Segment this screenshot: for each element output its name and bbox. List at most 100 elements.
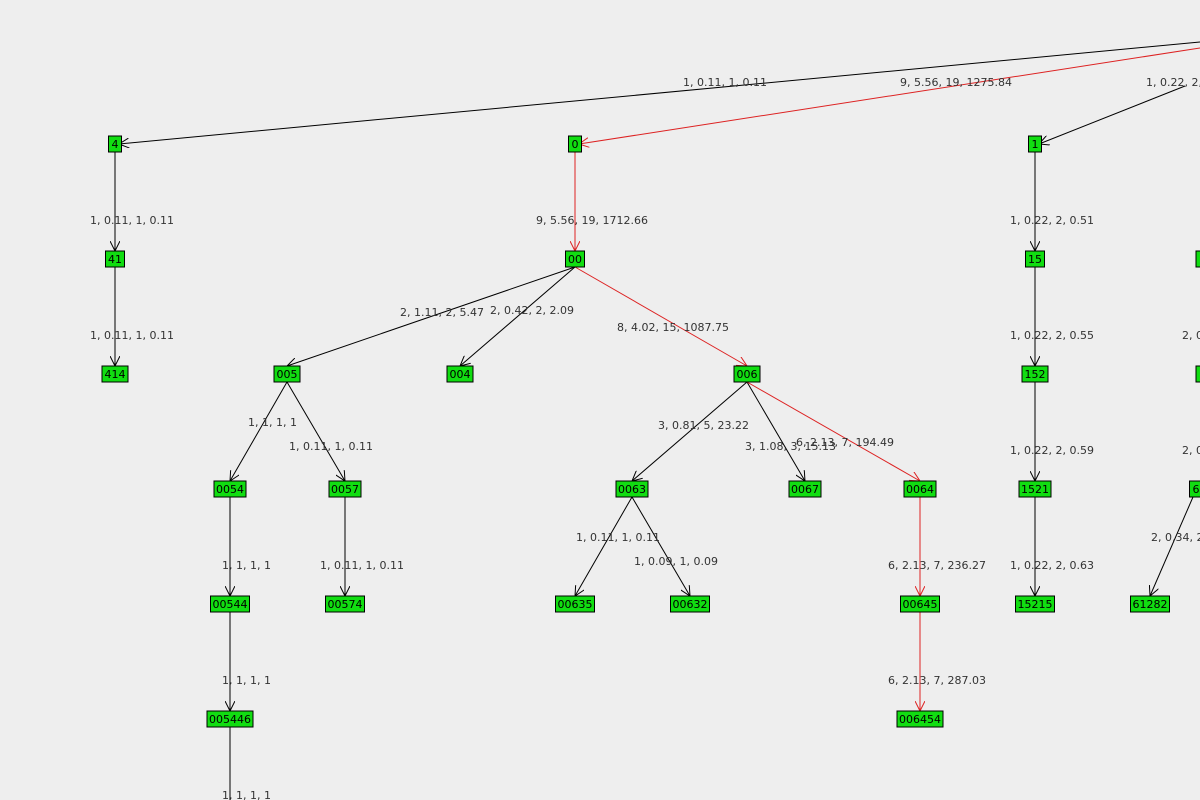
node-0: 0 — [568, 135, 582, 153]
node-box — [213, 480, 247, 498]
node-0063: 0063 — [615, 480, 649, 498]
node-00: 00 — [565, 250, 585, 268]
node-box — [900, 595, 940, 613]
node-label: 00645 — [903, 598, 938, 611]
node-box — [1015, 595, 1055, 613]
edge-label: 9, 5.56, 19, 1712.66 — [536, 214, 648, 227]
node-label: 1521 — [1021, 483, 1049, 496]
edge-label: 1, 1, 1, 1 — [248, 416, 297, 429]
edge-label: 1, 0.11, 1, 0.11 — [90, 329, 174, 342]
node-00632: 00632 — [670, 595, 710, 613]
node-label: 0057 — [331, 483, 359, 496]
node-box — [568, 135, 582, 153]
node-label: 0054 — [216, 483, 244, 496]
node-1521: 1521 — [1018, 480, 1052, 498]
node-box — [108, 135, 122, 153]
node-box — [788, 480, 822, 498]
node-box — [615, 480, 649, 498]
edge-label: 2, 0 — [1182, 329, 1200, 342]
edge-label: 1, 0.22, 2, 0.51 — [1010, 214, 1094, 227]
node-box — [733, 365, 761, 383]
node-004: 004 — [446, 365, 474, 383]
edge-root-0 — [579, 47, 1200, 144]
node-005446: 005446 — [206, 710, 254, 728]
edge-root-4 — [119, 41, 1200, 144]
edge-label: 1, 1, 1, 1 — [222, 674, 271, 687]
edge-label: 1, 0.11, 1, 0.11 — [289, 440, 373, 453]
edge-label: 1, 1, 1, 1 — [222, 559, 271, 572]
node-0057: 0057 — [328, 480, 362, 498]
edge-00-006 — [574, 266, 747, 366]
node-box — [555, 595, 595, 613]
node-box — [1021, 365, 1049, 383]
node-label: 0 — [572, 138, 579, 151]
node-15: 15 — [1025, 250, 1045, 268]
node-label: 00 — [568, 253, 582, 266]
edge-label: 2, 0 — [1182, 444, 1200, 457]
edge-label: 2, 0.34, 2 — [1151, 531, 1200, 544]
node-label: 00632 — [673, 598, 708, 611]
node-414: 414 — [101, 365, 129, 383]
node-label: 41 — [108, 253, 122, 266]
edge-label: 1, 0.22, 2, 0.63 — [1010, 559, 1094, 572]
node-box — [206, 710, 254, 728]
node-box — [565, 250, 585, 268]
node-label: 0067 — [791, 483, 819, 496]
node-label: 0063 — [618, 483, 646, 496]
edge-label: 1, 1, 1, 1 — [222, 789, 271, 800]
node-label: 4 — [112, 138, 119, 151]
node-0067: 0067 — [788, 480, 822, 498]
node-label: 006 — [737, 368, 758, 381]
node-label: 152 — [1025, 368, 1046, 381]
node-label: 006454 — [899, 713, 941, 726]
edge-label: 2, 1.11, 2, 5.47 — [400, 306, 484, 319]
node-005: 005 — [273, 365, 301, 383]
edge-layer — [115, 41, 1200, 800]
edge-label: 1, 0.09, 1, 0.09 — [634, 555, 718, 568]
edge-label: 9, 5.56, 19, 1275.84 — [900, 76, 1012, 89]
edge-label: 3, 0.81, 5, 23.22 — [658, 419, 749, 432]
node-layer: 4 0 1 41 00 15 414 005 004 006 152 0054 0057 0063 0067… — [101, 135, 1200, 728]
edge-0063-00635 — [575, 496, 633, 596]
edge-label: 3, 1.08, 3, 15.13 — [745, 440, 836, 453]
node-label: 15 — [1028, 253, 1042, 266]
node-box — [328, 480, 362, 498]
node-1: 1 — [1028, 135, 1042, 153]
node-box — [210, 595, 250, 613]
node-152: 152 — [1021, 365, 1049, 383]
node-41: 41 — [105, 250, 125, 268]
edge-006-0064 — [746, 381, 920, 481]
edge-label: 2, 0.42, 2, 2.09 — [490, 304, 574, 317]
edge-label: 1, 0.22, 2, — [1146, 76, 1200, 89]
edge-006-0063 — [632, 381, 748, 481]
node-box — [896, 710, 944, 728]
edge-root-1 — [1039, 85, 1186, 144]
node-00574: 00574 — [325, 595, 365, 613]
node-00544: 00544 — [210, 595, 250, 613]
edge-label: 1, 0.11, 1, 0.11 — [320, 559, 404, 572]
node-box — [325, 595, 365, 613]
edge-label: 6, 2.13, 7, 194.49 — [796, 436, 894, 449]
edge-005-0057 — [286, 381, 345, 481]
edge-006-0067 — [746, 381, 805, 481]
node-box — [101, 365, 129, 383]
edge-label: 1, 0.11, 1, 0.11 — [576, 531, 660, 544]
node-006454: 006454 — [896, 710, 944, 728]
node-box — [1025, 250, 1045, 268]
node-label: 61282 — [1133, 598, 1168, 611]
edge-00-004 — [460, 266, 576, 366]
node-box — [1018, 480, 1052, 498]
node-0054: 0054 — [213, 480, 247, 498]
node-0064: 0064 — [903, 480, 937, 498]
node-label: 00544 — [213, 598, 248, 611]
node-box — [1130, 595, 1170, 613]
node-label: 00574 — [328, 598, 363, 611]
edge-label: 1, 0.22, 2, 0.55 — [1010, 329, 1094, 342]
edge-label-layer: 1, 0.11, 1, 0.11 9, 5.56, 19, 1275.84 1, 0… — [90, 76, 1200, 800]
node-61282: 61282 — [1130, 595, 1170, 613]
node-label: 00635 — [558, 598, 593, 611]
node-006: 006 — [733, 365, 761, 383]
node-label: 1 — [1032, 138, 1039, 151]
node-box — [903, 480, 937, 498]
edge-label: 1, 0.22, 2, 0.59 — [1010, 444, 1094, 457]
